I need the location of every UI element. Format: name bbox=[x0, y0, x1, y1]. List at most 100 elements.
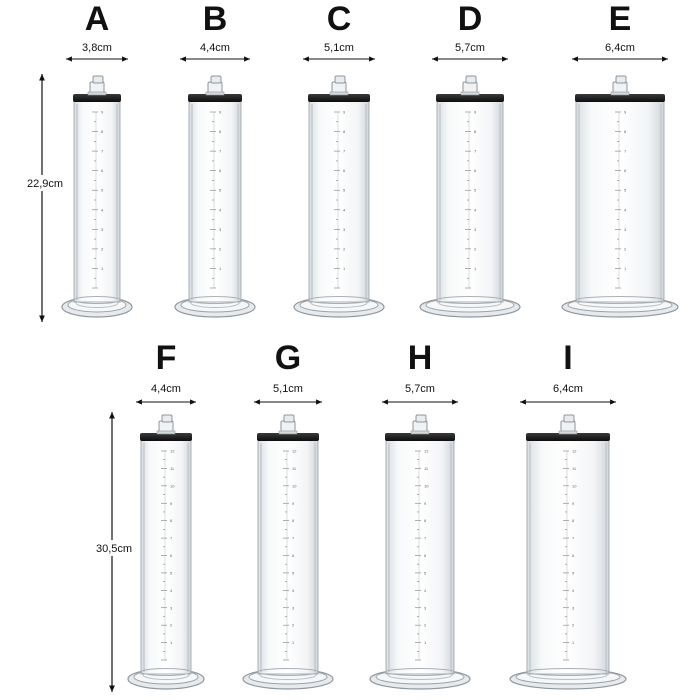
scale-number: 8 bbox=[219, 129, 222, 134]
scale-number: 3 bbox=[424, 605, 427, 610]
scale-number: 4 bbox=[624, 207, 627, 212]
scale-number: 3 bbox=[292, 605, 295, 610]
tube-bottom-edge bbox=[140, 668, 192, 676]
cylinder-letter: G bbox=[275, 339, 301, 377]
valve-base bbox=[87, 91, 107, 96]
tube-cap bbox=[385, 433, 455, 441]
scale-number: 12 bbox=[572, 449, 577, 454]
scale-number: 5 bbox=[474, 188, 477, 193]
scale-number: 6 bbox=[474, 168, 477, 173]
cylinder-letter: E bbox=[609, 0, 632, 38]
tube-bottom-edge bbox=[575, 296, 665, 304]
valve-knob bbox=[615, 75, 627, 84]
scale-number: 7 bbox=[101, 149, 104, 154]
scale-number: 9 bbox=[170, 501, 173, 506]
scale-number: 5 bbox=[292, 570, 295, 575]
scale-number: 1 bbox=[624, 266, 627, 271]
tube-body bbox=[140, 438, 192, 675]
scale-number: 8 bbox=[624, 129, 627, 134]
scale-number: 7 bbox=[572, 536, 575, 541]
scale-number: 9 bbox=[624, 110, 627, 115]
scale-number: 10 bbox=[424, 483, 429, 488]
scale-number: 6 bbox=[292, 553, 295, 558]
scale-number: 10 bbox=[170, 483, 175, 488]
scale-number: 2 bbox=[292, 623, 295, 628]
tube-bottom-edge bbox=[257, 668, 319, 676]
tube-body bbox=[385, 438, 455, 675]
scale-number: 3 bbox=[624, 227, 627, 232]
tube-cap bbox=[188, 94, 242, 102]
row1-height-label: 22,9cm bbox=[27, 178, 63, 190]
scale-number: 5 bbox=[170, 570, 173, 575]
scale-number: 1 bbox=[170, 640, 173, 645]
diameter-label: 5,7cm bbox=[455, 42, 485, 54]
tube-cap bbox=[575, 94, 665, 102]
tube-bottom-edge bbox=[188, 296, 242, 304]
scale-number: 6 bbox=[101, 168, 104, 173]
scale-number: 7 bbox=[424, 536, 427, 541]
row1-height-dimension: 22,9cm bbox=[20, 74, 64, 322]
tube-body bbox=[73, 99, 121, 303]
scale-number: 1 bbox=[101, 266, 104, 271]
valve-knob bbox=[161, 414, 173, 423]
scale-number: 5 bbox=[572, 570, 575, 575]
scale-number: 2 bbox=[101, 246, 104, 251]
tube-bottom-edge bbox=[73, 296, 121, 304]
tube-bottom-edge bbox=[526, 668, 610, 676]
valve-base bbox=[329, 91, 349, 96]
scale-number: 9 bbox=[474, 110, 477, 115]
scale-number: 1 bbox=[292, 640, 295, 645]
scale-number: 1 bbox=[474, 266, 477, 271]
valve-base bbox=[410, 430, 430, 435]
diameter-label: 4,4cm bbox=[200, 42, 230, 54]
scale-number: 3 bbox=[101, 227, 104, 232]
scale-number: 2 bbox=[624, 246, 627, 251]
scale-number: 2 bbox=[343, 246, 346, 251]
diameter-label: 3,8cm bbox=[82, 42, 112, 54]
scale-number: 9 bbox=[572, 501, 575, 506]
tube-body bbox=[526, 438, 610, 675]
scale-number: 7 bbox=[624, 149, 627, 154]
valve-knob bbox=[92, 75, 104, 84]
scale-number: 8 bbox=[572, 518, 575, 523]
cylinder-letter: F bbox=[156, 339, 177, 377]
scale-number: 9 bbox=[101, 110, 104, 115]
scale-number: 6 bbox=[343, 168, 346, 173]
tube-body bbox=[575, 99, 665, 303]
valve-base bbox=[156, 430, 176, 435]
scale-number: 4 bbox=[219, 207, 222, 212]
scale-number: 2 bbox=[474, 246, 477, 251]
scale-number: 9 bbox=[343, 110, 346, 115]
cylinder-letter: D bbox=[458, 0, 483, 38]
tube-cap bbox=[73, 94, 121, 102]
scale-number: 1 bbox=[219, 266, 222, 271]
scale-number: 9 bbox=[292, 501, 295, 506]
scale-number: 6 bbox=[624, 168, 627, 173]
scale-number: 10 bbox=[572, 483, 577, 488]
scale-number: 7 bbox=[292, 536, 295, 541]
scale-number: 5 bbox=[343, 188, 346, 193]
diameter-label: 4,4cm bbox=[151, 383, 181, 395]
scale-number: 2 bbox=[219, 246, 222, 251]
diameter-label: 6,4cm bbox=[553, 383, 583, 395]
scale-number: 4 bbox=[474, 207, 477, 212]
valve-base bbox=[558, 430, 578, 435]
scale-number: 4 bbox=[292, 588, 295, 593]
cylinder-letter: H bbox=[408, 339, 433, 377]
scale-number: 8 bbox=[474, 129, 477, 134]
scale-number: 6 bbox=[219, 168, 222, 173]
tube-cap bbox=[436, 94, 504, 102]
valve-base bbox=[460, 91, 480, 96]
